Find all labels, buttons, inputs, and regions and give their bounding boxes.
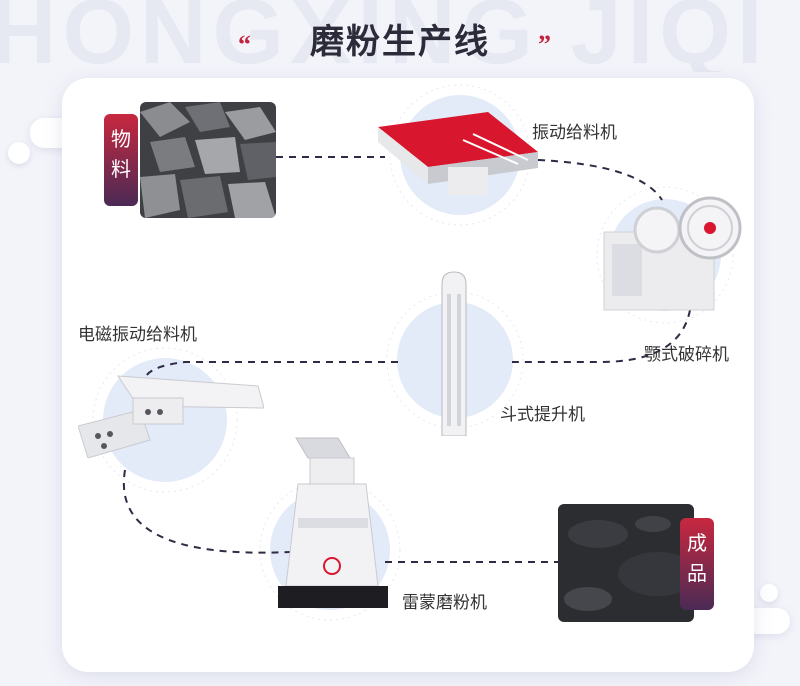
material-tag: 物料 xyxy=(104,114,138,206)
vibrating-feeder-label: 振动给料机 xyxy=(532,123,617,143)
vibrating-feeder-machine xyxy=(378,112,538,200)
jaw-crusher-label: 颚式破碎机 xyxy=(644,345,729,365)
mill-ring xyxy=(259,479,401,621)
close-quote-mark: ” xyxy=(538,30,551,59)
raymond-mill-machine xyxy=(278,436,388,612)
decor-dot xyxy=(8,142,30,164)
product-tag: 成品 xyxy=(680,518,714,610)
raymond-mill-label: 雷蒙磨粉机 xyxy=(402,593,487,613)
decor-dot xyxy=(760,584,778,602)
page-title: 磨粉生产线 xyxy=(310,22,490,62)
bucket-elevator-label: 斗式提升机 xyxy=(500,405,585,425)
crusher-ring xyxy=(596,186,734,324)
connector-emfeeder-mill xyxy=(122,469,291,554)
electromagnetic-feeder-label: 电磁振动给料机 xyxy=(78,325,197,345)
open-quote-mark: “ xyxy=(238,30,251,59)
finished-product-photo xyxy=(558,504,694,622)
connector-crusher-elevator xyxy=(512,309,691,363)
brand-watermark: HONGXING JIQI xyxy=(0,0,769,72)
bucket-elevator-machine xyxy=(438,270,470,437)
raw-material-photo xyxy=(140,102,276,218)
connector-feeder-crusher xyxy=(537,159,663,201)
jaw-crusher-machine xyxy=(602,192,742,314)
connector-elevator-emfeeder xyxy=(144,361,398,379)
em-feeder-ring xyxy=(92,347,238,493)
electromagnetic-feeder-machine xyxy=(77,368,265,459)
